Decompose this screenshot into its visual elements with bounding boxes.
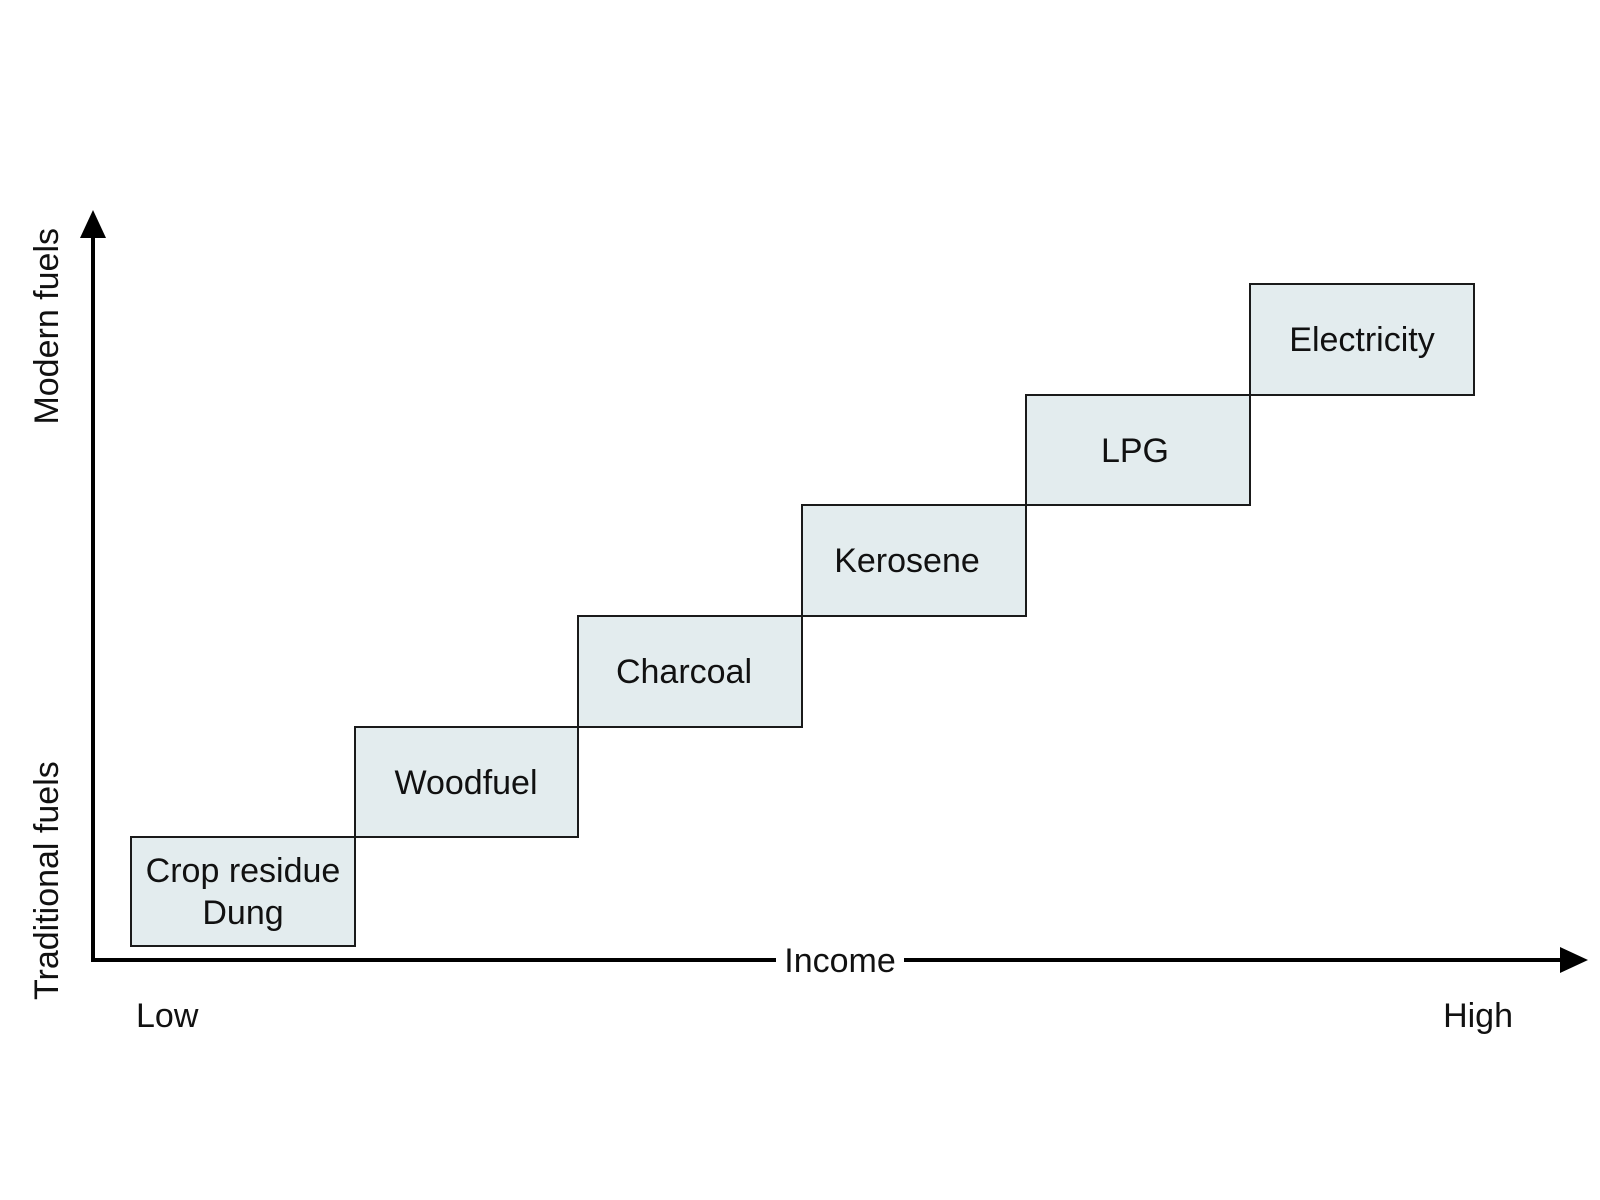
y-axis-top-label: Modern fuels [28,228,66,425]
step-electricity: Electricity [1249,283,1475,396]
step-label: Woodfuel [394,764,537,802]
step-box [130,836,356,947]
y-axis-arrowhead [80,210,106,238]
step-label: Charcoal [616,653,752,691]
step-label-line: Woodfuel [394,764,537,802]
y-axis-bottom-label: Traditional fuels [28,761,66,1000]
step-box [801,504,1027,617]
step-kerosene: Kerosene [801,504,1027,617]
step-lpg: LPG [1025,394,1251,506]
step-box [354,726,579,838]
x-axis-high-label: High [1443,997,1513,1035]
step-charcoal: Charcoal [577,615,803,728]
step-label: LPG [1101,432,1169,470]
step-box [577,615,803,728]
step-label-line: Kerosene [834,542,980,580]
x-axis-label: Income [784,942,896,980]
step-box [1025,394,1251,506]
step-label-line: Charcoal [616,653,752,691]
step-label-line: Crop residue [146,852,341,890]
step-box [1249,283,1475,396]
step-label-line: Dung [202,894,283,932]
step-label-line: Electricity [1289,321,1434,359]
step-label-line: LPG [1101,432,1169,470]
step-label: Kerosene [834,542,980,580]
x-axis-arrowhead [1560,947,1588,973]
x-axis-low-label: Low [136,997,199,1035]
step-label: Electricity [1289,321,1434,359]
step-woodfuel: Woodfuel [354,726,579,838]
